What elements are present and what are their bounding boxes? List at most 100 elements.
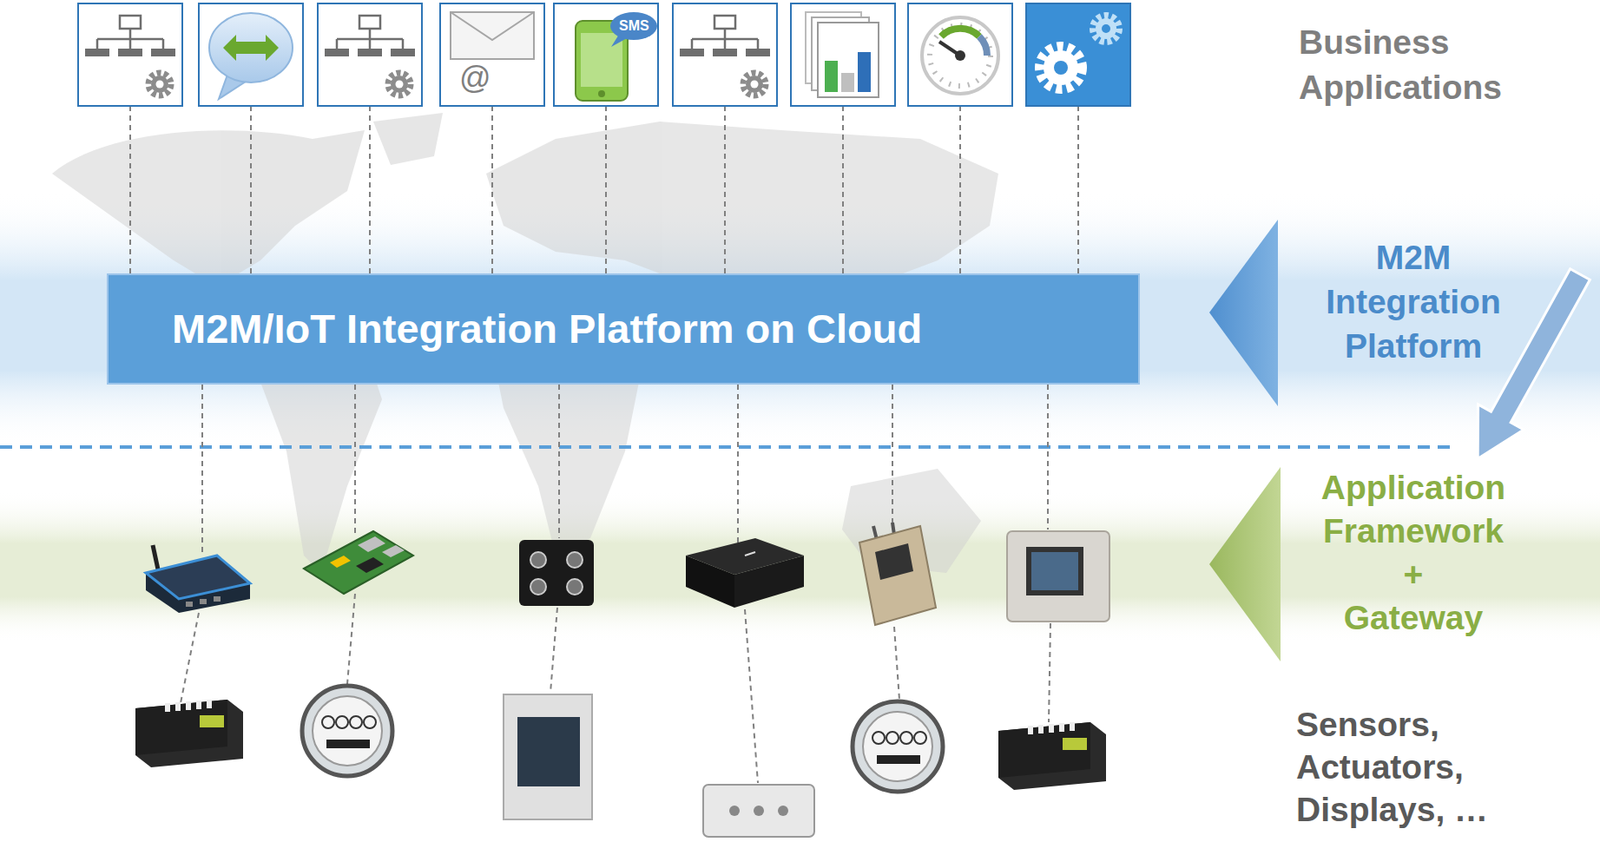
field-devices-part — [1038, 724, 1044, 734]
field-devices-part — [322, 716, 335, 729]
app-icons-part — [979, 36, 988, 56]
gateway-devices-part — [566, 552, 583, 568]
app-icons-part — [440, 3, 545, 106]
gateway-devices-part — [357, 536, 386, 553]
gateway-devices-part — [199, 599, 207, 605]
field-devices-part — [852, 701, 943, 792]
app-icons-part — [85, 15, 177, 101]
field-devices-part — [302, 685, 393, 777]
app-icons-part — [857, 52, 871, 93]
field-devices-part — [777, 805, 789, 817]
field-devices-part — [185, 701, 191, 711]
app-icons-part — [1040, 46, 1082, 89]
sms-tag: SMS — [618, 19, 650, 33]
dashed-links-part — [491, 105, 494, 274]
dashed-links-part — [1046, 384, 1049, 530]
gateway-devices-part — [185, 601, 193, 607]
tier-pointers-part — [1209, 219, 1278, 407]
world-map — [52, 112, 999, 573]
app-icons-part — [672, 3, 777, 106]
gateway-devices-part — [303, 531, 414, 594]
app-icons-part — [450, 12, 534, 40]
gateway-devices-part — [566, 579, 583, 595]
dashed-links-part — [891, 384, 894, 530]
field-devices-part — [1048, 724, 1054, 733]
app-icons-part — [324, 15, 416, 101]
gateway-devices-part — [381, 545, 405, 558]
app-icons-part — [209, 13, 293, 83]
app-icons-part — [317, 3, 422, 106]
field-devices-part — [703, 784, 815, 837]
dashed-links-part — [744, 609, 758, 784]
field-devices-part — [363, 716, 376, 729]
app-icons-part — [954, 50, 966, 61]
app-icons-part — [78, 3, 183, 106]
dashed-links-part — [368, 105, 371, 274]
gateway-devices-part — [152, 545, 159, 570]
app-icons-part — [223, 34, 279, 61]
field-devices-part — [326, 739, 370, 749]
dashed-links-part — [842, 105, 844, 274]
dashed-links-part — [201, 384, 204, 556]
app-icons-part — [1101, 24, 1111, 33]
dashed-links-part — [550, 607, 558, 693]
field-devices-part — [1069, 722, 1075, 731]
dashed-links-part — [180, 612, 199, 704]
tier-pointers — [1209, 219, 1600, 662]
app-icons-part — [553, 3, 659, 106]
dashed-links-part — [129, 105, 132, 274]
dashed-links-part — [558, 384, 560, 539]
field-devices-part — [876, 755, 921, 764]
layer-label: Application Framework + Gateway — [1291, 466, 1535, 640]
gateway-devices-part — [734, 555, 804, 608]
tier-divider — [0, 445, 1455, 449]
app-icons-part — [198, 3, 303, 106]
dashed-links-part — [1077, 105, 1080, 274]
app-icons-part — [929, 25, 991, 86]
field-devices-part — [914, 731, 927, 745]
dashed-links-part — [250, 105, 252, 274]
app-icons-part — [908, 3, 1013, 106]
field-devices-part — [312, 696, 382, 766]
gateway-devices-part — [859, 526, 936, 626]
app-icons — [78, 3, 1131, 106]
app-icons-part — [598, 90, 606, 98]
gateway-devices-part — [744, 552, 756, 556]
app-icons-part — [790, 3, 896, 106]
platform-title: M2M/IoT Integration Platform on Cloud — [171, 305, 922, 353]
field-devices-part — [886, 731, 899, 745]
field-devices — [135, 685, 1107, 837]
dashed-links-part — [737, 384, 739, 547]
gateway-devices-part — [1026, 546, 1084, 596]
gateway-devices-part — [1007, 531, 1110, 622]
field-devices-part — [135, 699, 228, 756]
gateway-devices-part — [875, 543, 914, 580]
field-devices-part — [753, 805, 764, 817]
dashed-links-part — [347, 593, 356, 685]
field-devices-part — [199, 715, 224, 728]
gateway-devices-part — [355, 557, 384, 573]
layer-label: M2M Integration Platform — [1291, 235, 1535, 369]
dashed-links — [130, 105, 1079, 784]
text-holder: M2M/IoT Integration Platform on Cloud — [171, 305, 922, 353]
field-devices-part — [206, 699, 212, 709]
gateway-devices-part — [519, 539, 594, 606]
gateway-devices-part — [145, 555, 251, 600]
app-icons-part — [1093, 15, 1120, 42]
gateway-devices-part — [145, 555, 251, 613]
field-devices-part — [517, 717, 580, 787]
platform-bar: M2M/IoT Integration Platform on Cloud — [106, 273, 1140, 385]
field-devices-part — [135, 699, 244, 768]
field-devices-part — [998, 722, 1107, 791]
app-icons-part — [679, 15, 771, 101]
field-devices-part — [900, 731, 913, 745]
gateway-devices-part — [685, 555, 735, 608]
app-icons-part — [1053, 60, 1068, 75]
gateway-devices-part — [1031, 552, 1079, 591]
field-devices-part — [1062, 737, 1087, 751]
world-map-part — [373, 112, 443, 165]
gateway-devices-part — [530, 579, 547, 595]
dashed-links-part — [354, 384, 356, 537]
gateway-devices-part — [530, 552, 547, 568]
